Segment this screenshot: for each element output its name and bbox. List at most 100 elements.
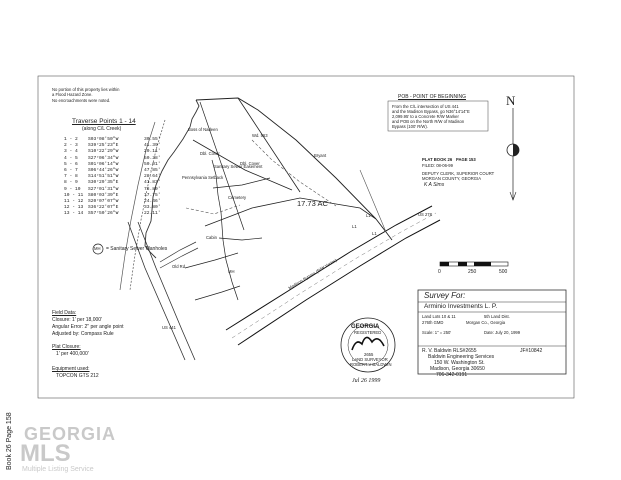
seal-role: LAND SURVEYOR: [352, 357, 388, 362]
traverse-distance: 41.39': [144, 143, 161, 149]
seal-reg: REGISTERED: [354, 330, 382, 335]
county: Morgan Co., Georgia: [466, 320, 506, 325]
firm-name: Baldwin Engineering Services: [428, 354, 495, 360]
traverse-points: 5 - 6: [64, 161, 78, 167]
traverse-points: 3 - 4: [64, 149, 78, 155]
bypass-edge-1: [225, 205, 433, 331]
scale-mid: 250: [468, 269, 477, 275]
us441-label: US 441: [162, 325, 176, 330]
traverse-bearing: S36°22'07"E: [88, 205, 119, 211]
traverse-title: Traverse Points 1 - 14: [72, 118, 136, 125]
traverse-points: 7 - 8: [64, 174, 78, 180]
seal-number: 2655: [364, 352, 374, 357]
plat-page: PAGE 153: [456, 157, 476, 162]
traverse-distance: 30.55': [144, 137, 161, 142]
sheet-border: [37, 75, 575, 399]
traverse-points: 10 - 11: [64, 192, 84, 198]
traverse-bearing: S14°51'51"W: [88, 174, 119, 180]
mls-watermark-line3: Multiple Listing Service: [22, 466, 94, 473]
west-road: [129, 119, 166, 291]
traverse-distance: 47.85': [144, 168, 161, 173]
book-page-stamp: Book 26 Page 158: [6, 412, 13, 470]
plat-clerk-signature: K A Sims: [424, 182, 445, 188]
seal-signed-date: Jul 26 1999: [352, 378, 381, 384]
traverse-points: 12 - 13: [64, 205, 84, 211]
traverse-bearing: S27°06'34"W: [88, 155, 119, 161]
label-road: Old Rd: [172, 264, 186, 269]
field-data-angular: Angular Error: 2" per angle point: [52, 324, 124, 330]
field-data-title: Field Data:: [52, 310, 77, 316]
north-arrow-icon: [506, 108, 520, 201]
traverse-bearing: S80°03'39"E: [88, 192, 119, 198]
traverse-row: 8 - 9 S30°29'35"E 41.83': [64, 180, 161, 185]
label-boss: Boss of Nadeen: [188, 127, 218, 132]
note-flood-line1: No portion of this property lies within: [52, 87, 120, 92]
label-penn: Pennsylvania Setback: [182, 175, 224, 180]
scale-end: 500: [499, 269, 508, 275]
traverse-points: 9 - 10: [64, 186, 81, 192]
seal-name: ROBERT V BALDWIN: [350, 362, 392, 367]
traverse-bearing: S01°06'14"W: [88, 161, 119, 167]
seal-state: GEORGIA: [351, 324, 380, 330]
label-sewer: Sanitary Sewer Easement: [214, 164, 263, 169]
field-data-adjusted: Adjusted by: Compass Rule: [52, 331, 114, 337]
plat-closure-title: Plat Closure:: [52, 344, 81, 350]
traverse-bearing: S10°22'29"W: [88, 149, 119, 155]
acreage-label: 17.73 AC: [297, 199, 328, 208]
label-wd: Wd. 563: [252, 133, 268, 138]
north-letter: N: [506, 93, 516, 108]
label-l1-b: L1: [352, 224, 357, 229]
manhole-legend-symbol: [92, 243, 104, 255]
traverse-bearing: S20°07'07"W: [88, 199, 119, 204]
gmd: 276th GMD: [422, 320, 444, 325]
equipment-title: Equipment used:: [52, 366, 90, 372]
traverse-distance: 20.11': [144, 149, 161, 155]
drawing-scale: Scale: 1" = 250': [422, 330, 452, 335]
traverse-bearing: S39°25'23"E: [88, 143, 119, 149]
traverse-points: 8 - 9: [64, 180, 78, 186]
creek-line: [144, 99, 200, 259]
traverse-bearing: S57°50'26"W: [88, 211, 119, 217]
firm-phone: 706-342-0191: [436, 372, 468, 378]
firm-city: Madison, Georgia 30650: [430, 366, 485, 372]
plat-filed: FILED: 08-06-99: [422, 163, 453, 168]
traverse-distance: 22.11': [144, 211, 161, 217]
traverse-distance: 78.89': [144, 186, 161, 192]
pob-box: [387, 100, 489, 132]
label-cemetery: Cemetery: [228, 195, 247, 200]
traverse-row: 5 - 6 S01°06'14"W 50.01': [64, 162, 161, 167]
plat-closure-value: 1' per 400,000': [56, 351, 89, 357]
label-lot-b: Dbl. Cover: [240, 161, 260, 166]
note-encroachments: No encroachments were noted.: [52, 98, 111, 103]
surveyor-seal-graphic: [340, 317, 396, 373]
land-district: 5th Land Dist.: [484, 314, 510, 319]
manhole-legend-label: = Sanitary Sewer Manholes: [106, 246, 168, 252]
plat-clerk-2: MORGAN COUNTY, GEORGIA: [422, 176, 482, 181]
traverse-points: 4 - 5: [64, 155, 78, 161]
drawing-date: Date: July 20, 1999: [484, 330, 521, 335]
label-bryant: Bryant: [314, 153, 327, 158]
us441-line: [127, 221, 186, 361]
manhole-mh-label: MH: [228, 269, 235, 274]
label-cabin: Cabin: [206, 235, 217, 240]
pob-text-1: From the C/L intersection of US 441: [392, 104, 459, 109]
traverse-distance: 41.83': [144, 180, 161, 186]
traverse-points: 1 - 2: [64, 137, 78, 142]
traverse-distance: 50.01': [144, 161, 161, 167]
manhole-legend-mh: MH: [94, 246, 101, 251]
pob-text-5: Bypass (100' R/W).: [392, 124, 428, 129]
note-flood-line2: a Flood Hazard Zone.: [52, 92, 93, 97]
field-data-closure: Closure: 1' per 18,000': [52, 317, 102, 323]
scale-bar-graphic: [439, 261, 509, 267]
north-boundary: [195, 97, 377, 220]
traverse-bearing: S30°29'35"E: [88, 180, 119, 186]
